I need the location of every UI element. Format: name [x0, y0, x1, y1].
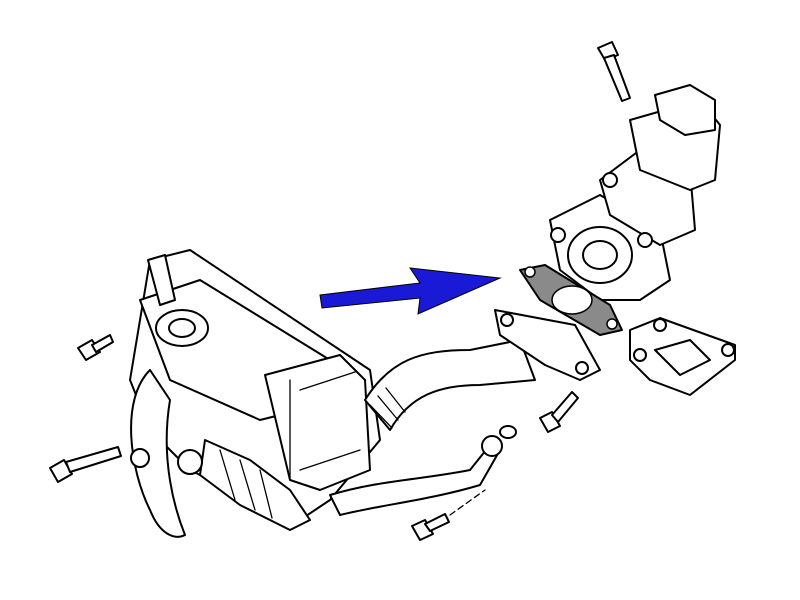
- bolt-left-upper: [77, 334, 114, 361]
- egr-valve: [549, 84, 721, 301]
- bolt-bottom: [411, 489, 486, 541]
- pipe-flange-gasket: [629, 317, 736, 396]
- egr-cooler-assembly: [129, 249, 381, 538]
- bolt-top: [597, 41, 631, 102]
- egr-pipe: [329, 309, 601, 516]
- bolt-right-middle: [539, 391, 579, 433]
- bolt-left-lower: [49, 446, 122, 483]
- o-ring: [499, 425, 517, 439]
- blue-arrow-icon: [319, 267, 502, 315]
- egr-valve-gasket: [519, 264, 623, 336]
